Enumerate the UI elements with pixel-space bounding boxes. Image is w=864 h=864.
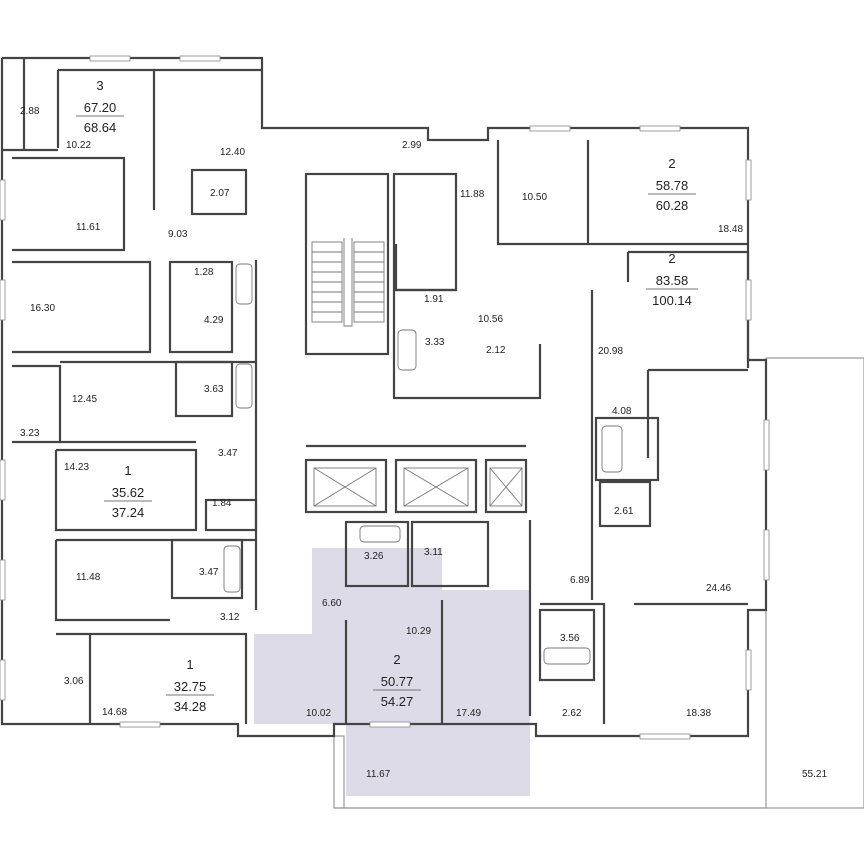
room-area: 20.98 — [598, 346, 623, 357]
room-area-labels: 2.88 10.22 12.40 2.07 11.61 9.03 1.28 16… — [20, 106, 827, 780]
apartment-living-area: 83.58 — [656, 273, 689, 288]
room-area: 3.06 — [64, 676, 84, 687]
room-area: 3.56 — [560, 633, 580, 644]
room-area: 11.67 — [366, 769, 391, 780]
room-area: 9.03 — [168, 229, 188, 240]
terrace-east — [765, 357, 864, 809]
room-area: 16.30 — [30, 303, 55, 314]
room-area: 3.33 — [425, 337, 445, 348]
room-area: 12.45 — [72, 394, 97, 405]
bathtubs — [223, 263, 623, 665]
room-area: 18.48 — [718, 224, 743, 235]
apartment-rooms: 1 — [124, 463, 131, 478]
room-area: 3.47 — [218, 448, 238, 459]
room-area: 14.68 — [102, 707, 127, 718]
apartment-label: 2 83.58 100.14 — [646, 251, 698, 308]
room-area: 3.47 — [199, 567, 219, 578]
room-area: 18.38 — [686, 708, 711, 719]
room-area: 11.48 — [76, 572, 101, 583]
apartment-rooms: 1 — [186, 657, 193, 672]
elevators — [313, 467, 523, 507]
room-area: 2.88 — [20, 106, 40, 117]
highlighted-apartment — [254, 548, 530, 796]
room-area: 12.40 — [220, 147, 245, 158]
apartment-label: 1 32.75 34.28 — [166, 657, 214, 714]
terrace-south-edge — [333, 735, 345, 809]
room-area: 2.61 — [614, 506, 634, 517]
room-area: 2.07 — [210, 188, 230, 199]
apartment-label: 3 67.20 68.64 — [76, 78, 124, 135]
room-area: 3.26 — [364, 551, 384, 562]
room-area: 6.60 — [322, 598, 342, 609]
room-area: 10.56 — [478, 314, 503, 325]
apartment-rooms: 2 — [668, 156, 675, 171]
apartment-living-area: 32.75 — [174, 679, 207, 694]
apartment-living-area: 67.20 — [84, 100, 117, 115]
apartment-living-area: 35.62 — [112, 485, 145, 500]
apartment-total-area: 34.28 — [174, 699, 207, 714]
room-area: 2.12 — [486, 345, 506, 356]
room-area: 3.11 — [424, 547, 443, 558]
room-area: 10.22 — [66, 140, 91, 151]
room-area: 11.61 — [76, 222, 101, 233]
room-area: 10.50 — [522, 192, 547, 203]
room-area: 3.12 — [220, 612, 240, 623]
apartment-total-area: 37.24 — [112, 505, 145, 520]
room-area: 10.02 — [306, 708, 331, 719]
interior-walls — [12, 68, 750, 724]
room-area: 4.29 — [204, 315, 224, 326]
room-area: 4.08 — [612, 406, 632, 417]
windows — [0, 55, 770, 740]
room-area: 1.28 — [194, 267, 214, 278]
apartment-total-area: 54.27 — [381, 694, 414, 709]
room-area: 3.23 — [20, 428, 40, 439]
room-area: 2.62 — [562, 708, 582, 719]
room-area: 6.89 — [570, 575, 590, 586]
apartment-label: 1 35.62 37.24 — [104, 463, 152, 520]
apartment-total-area: 68.64 — [84, 120, 117, 135]
apartment-label: 2 58.78 60.28 — [648, 156, 696, 213]
apartment-living-area: 50.77 — [381, 674, 414, 689]
room-area: 1.91 — [424, 294, 444, 305]
room-area: 3.63 — [204, 384, 224, 395]
apartment-rooms: 2 — [668, 251, 675, 266]
apartment-rooms: 2 — [393, 652, 400, 667]
apartment-rooms: 3 — [96, 78, 103, 93]
apartment-label: 2 50.77 54.27 — [373, 652, 421, 709]
room-area: 2.99 — [402, 140, 422, 151]
room-area: 55.21 — [802, 769, 827, 780]
apartment-living-area: 58.78 — [656, 178, 689, 193]
room-area: 17.49 — [456, 708, 481, 719]
apartment-total-area: 60.28 — [656, 198, 689, 213]
room-area: 10.29 — [406, 626, 431, 637]
room-area: 24.46 — [706, 583, 731, 594]
outer-walls — [0, 56, 768, 738]
room-area: 1.84 — [212, 498, 232, 509]
apartment-total-area: 100.14 — [652, 293, 692, 308]
room-area: 14.23 — [64, 462, 89, 473]
stairwell — [311, 238, 385, 327]
room-area: 11.88 — [460, 189, 485, 200]
